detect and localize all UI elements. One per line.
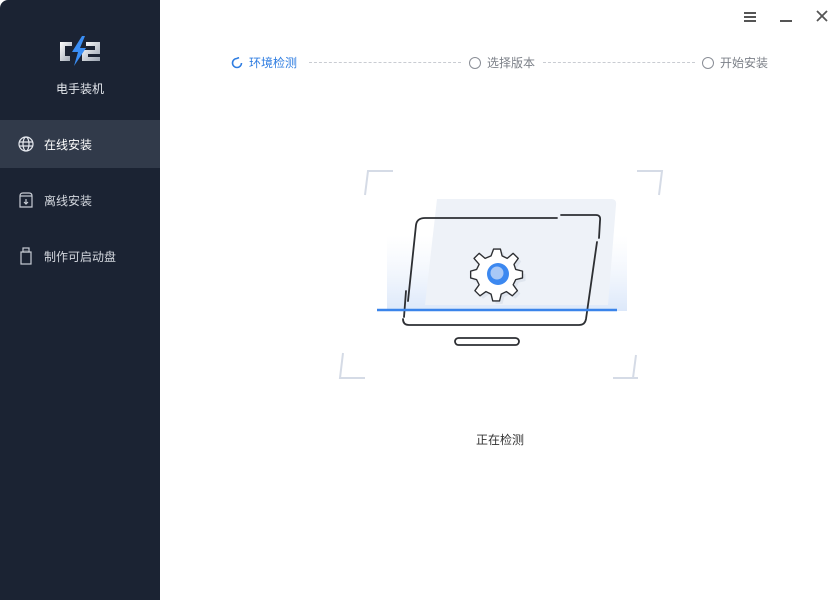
menu-button[interactable] (732, 1, 768, 31)
sidebar-item-label: 在线安装 (44, 137, 93, 152)
globe-icon (18, 136, 34, 152)
computer-checking-illustration (335, 165, 670, 385)
step-select-version: 选择版本 (469, 54, 535, 71)
app-logo-icon (58, 36, 102, 66)
status-text: 正在检测 (475, 433, 524, 447)
close-icon (816, 7, 828, 26)
step-label: 选择版本 (487, 56, 536, 70)
step-label: 环境检测 (249, 56, 298, 70)
step-start-install: 开始安装 (702, 54, 768, 71)
menu-icon (744, 7, 756, 26)
sidebar: 电手装机 在线安装 离线安装 制作可启动盘 (0, 0, 160, 600)
loading-spinner-icon (231, 56, 243, 69)
step-pending-icon (469, 56, 481, 69)
minimize-icon (780, 7, 792, 26)
sidebar-item-label: 制作可启动盘 (44, 249, 117, 264)
step-connector (309, 62, 461, 63)
download-box-icon (18, 192, 34, 208)
step-environment-check: 环境检测 (231, 54, 297, 71)
app-title: 电手装机 (55, 82, 104, 96)
step-label: 开始安装 (720, 56, 769, 70)
sidebar-item-offline-install[interactable]: 离线安装 (0, 176, 160, 224)
minimize-button[interactable] (768, 1, 804, 31)
progress-steps: 环境检测 选择版本 开始安装 (231, 54, 771, 72)
step-pending-icon (702, 56, 714, 69)
usb-drive-icon (18, 247, 34, 265)
close-button[interactable] (804, 1, 840, 31)
window-controls (732, 0, 840, 32)
sidebar-item-label: 离线安装 (44, 193, 93, 208)
sidebar-item-make-bootable-disk[interactable]: 制作可启动盘 (0, 232, 160, 280)
sidebar-item-online-install[interactable]: 在线安装 (0, 120, 160, 168)
step-connector (543, 62, 695, 63)
